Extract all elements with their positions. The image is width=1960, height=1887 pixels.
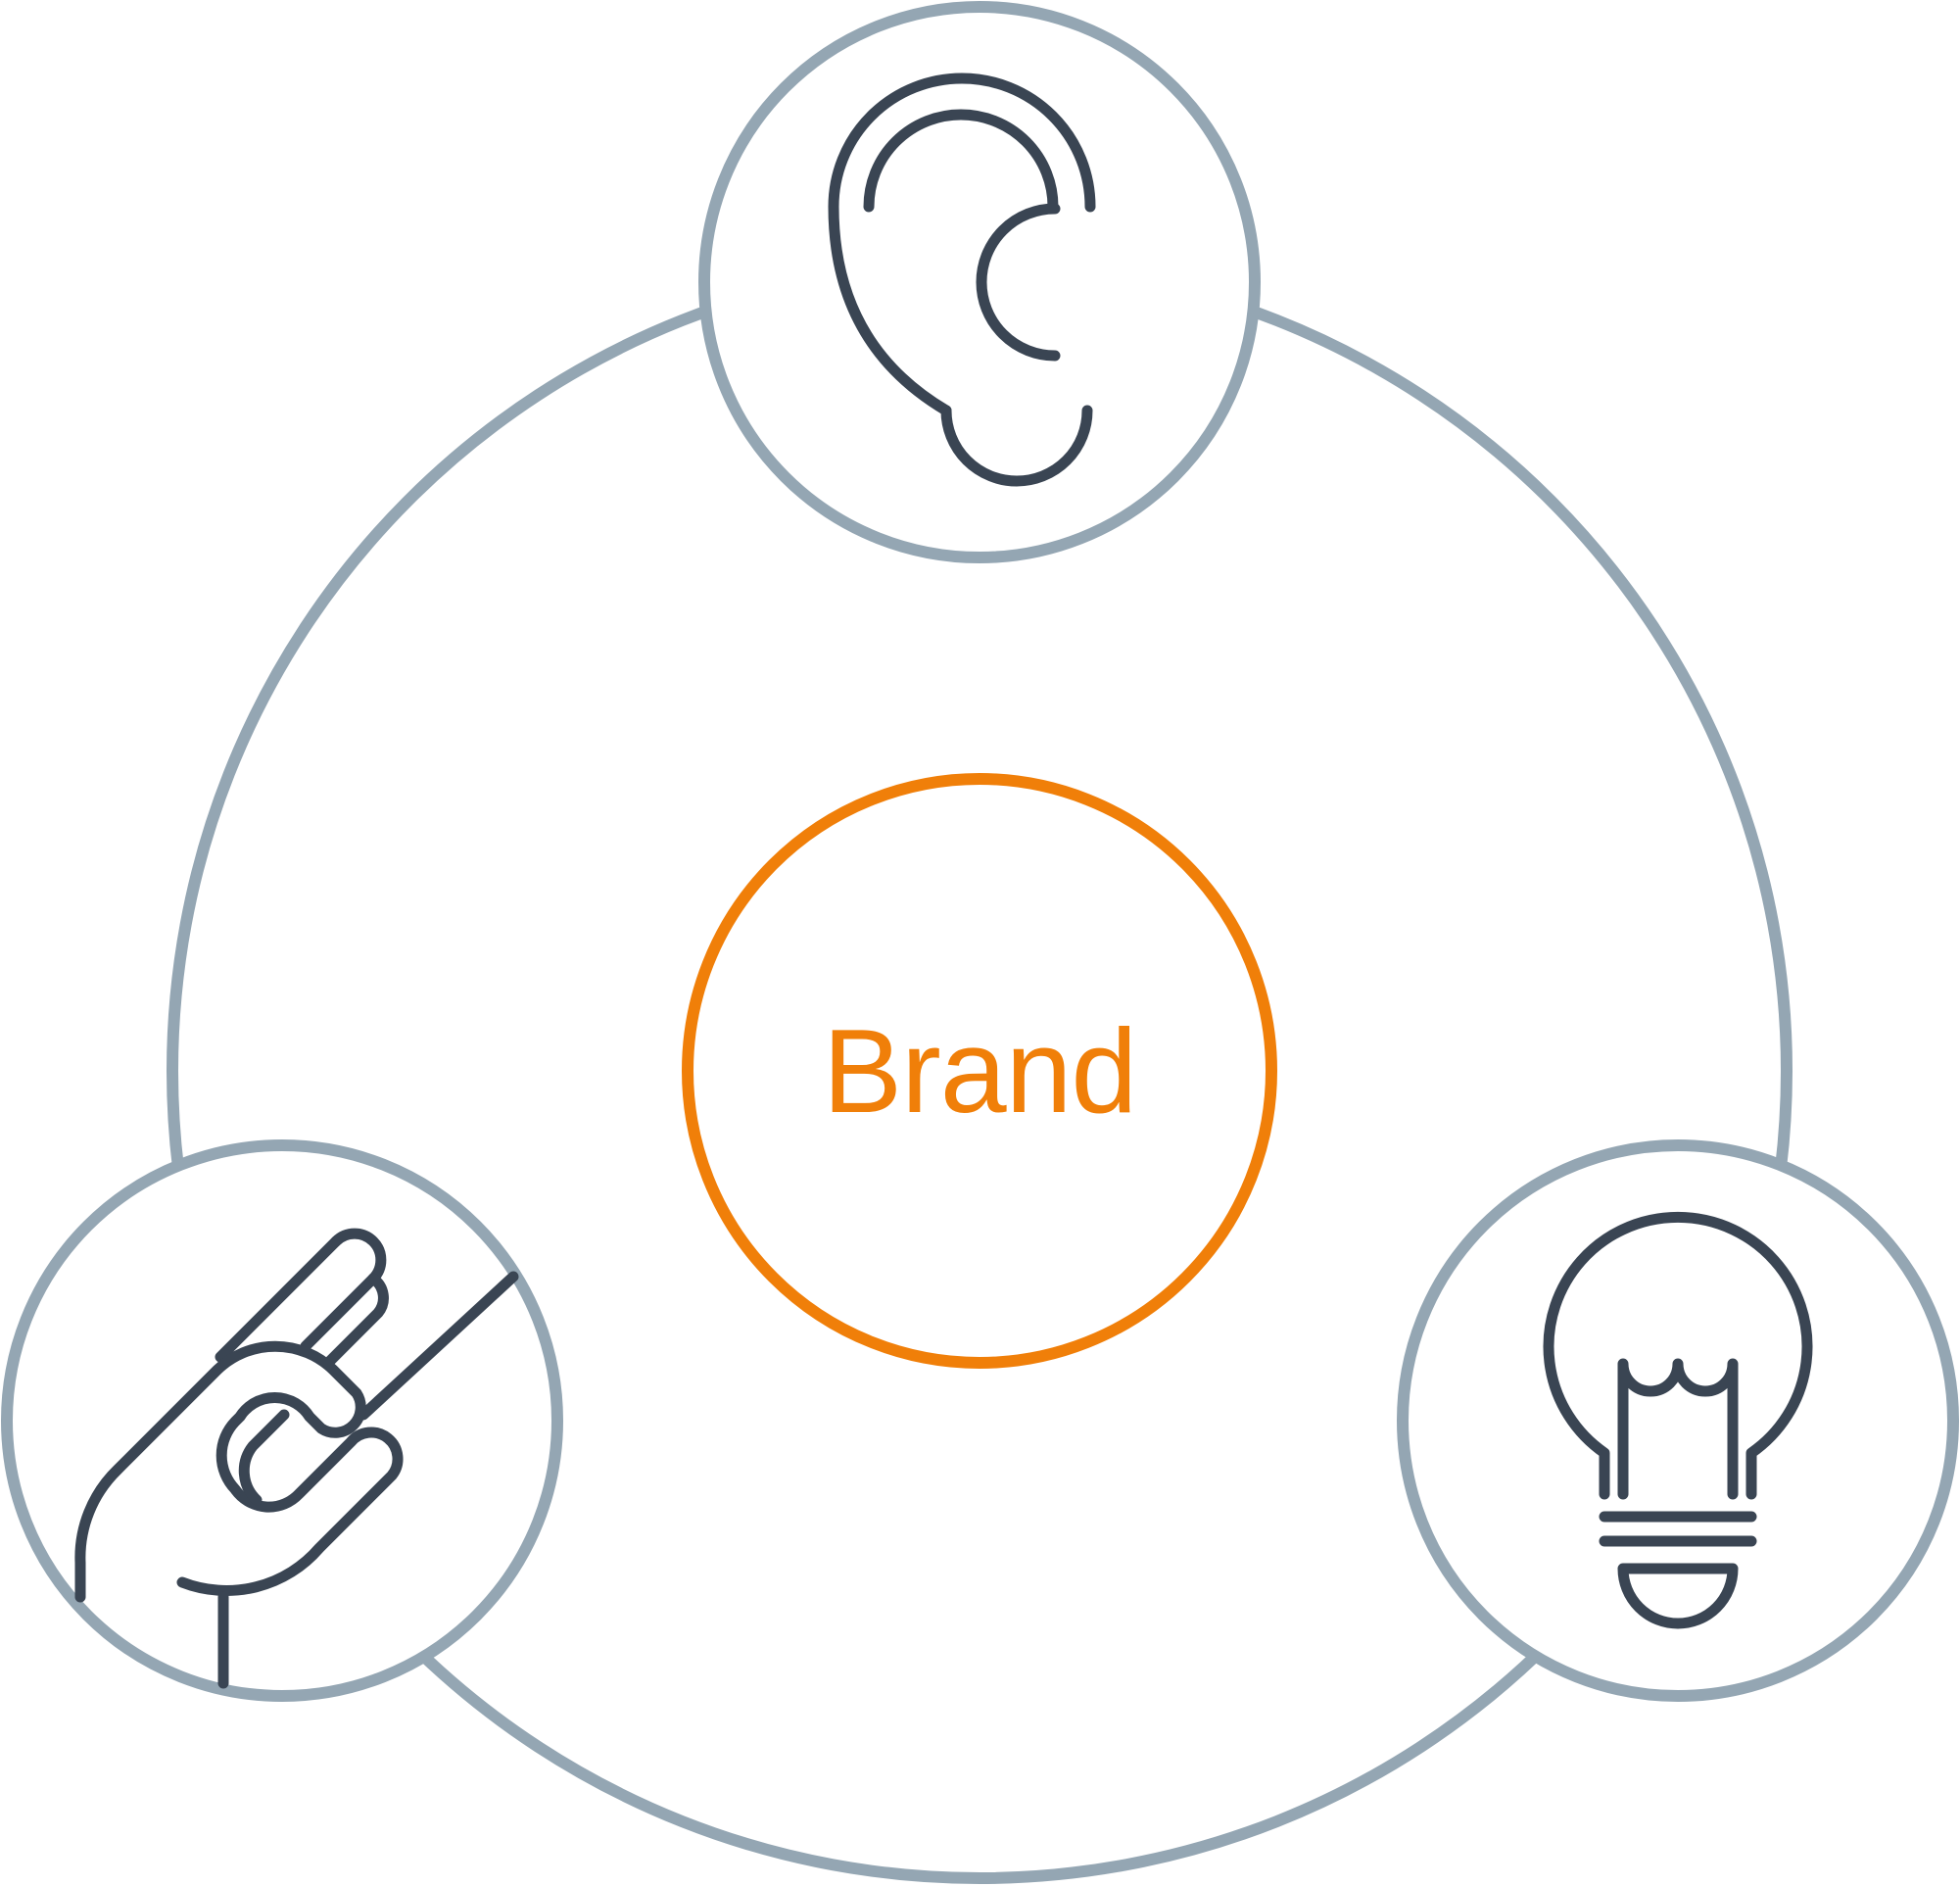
node-top [698,1,1261,563]
center-node: Brand [682,773,1277,1369]
node-bottom-right-circle [1397,1139,1959,1702]
node-bottom-right [1397,1139,1959,1702]
center-label: Brand [823,1004,1137,1137]
node-bottom-left [1,1139,563,1702]
ear-icon [828,73,1096,487]
hand-holding-pen-icon [74,1228,519,1689]
center-circle [682,773,1277,1369]
lightbulb-icon [1543,1211,1813,1629]
